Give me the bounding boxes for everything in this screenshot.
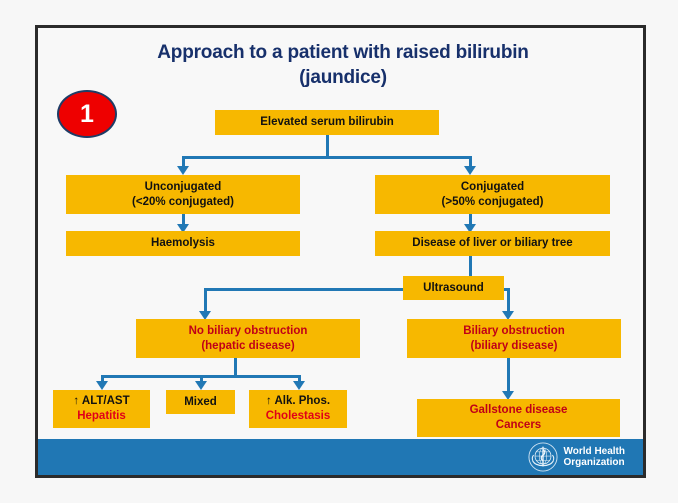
node-haemolysis[interactable]: Haemolysis [66, 231, 300, 256]
node-sublabel: Cancers [495, 419, 542, 431]
connector-to-unconjugated [182, 156, 185, 168]
slide-footer: World Health Organization [38, 439, 643, 475]
node-label: Gallstone disease [469, 404, 568, 416]
connector-liver-ultrasound [469, 255, 472, 279]
connector-no-obstruction-down [234, 353, 237, 378]
title-line-2: (jaundice) [299, 67, 387, 88]
who-emblem-icon [527, 442, 558, 472]
who-organization-text: World Health Organization [564, 446, 625, 469]
connector-obstruction-gallstone [507, 353, 510, 395]
node-gallstone-disease-cancers[interactable]: Gallstone disease Cancers [417, 399, 620, 437]
connector-split-right [298, 375, 301, 383]
page-title: Approach to a patient with raised biliru… [68, 40, 618, 90]
arrow-to-liver-disease [464, 224, 476, 233]
node-label: Biliary obstruction [463, 324, 565, 337]
node-sublabel: Hepatitis [77, 410, 126, 422]
arrow-to-alk-phos [293, 381, 305, 390]
connector-root-down [326, 135, 329, 156]
node-sublabel: (biliary disease) [470, 339, 558, 352]
connector-ultrasound-left [204, 288, 403, 291]
node-label: Haemolysis [151, 237, 215, 249]
arrow-to-unconjugated [177, 166, 189, 175]
arrow-to-mixed [195, 381, 207, 390]
arrow-to-no-obstruction [199, 311, 211, 320]
node-sublabel: (<20% conjugated) [132, 195, 234, 208]
node-conjugated[interactable]: Conjugated (>50% conjugated) [375, 175, 610, 214]
connector-unconjugated-haemolysis [182, 204, 185, 226]
node-label: ↑ Alk. Phos. [265, 395, 331, 407]
node-label: Disease of liver or biliary tree [412, 237, 573, 249]
who-line-1: World Health [563, 445, 625, 457]
node-label: Elevated serum bilirubin [260, 116, 394, 128]
node-disease-of-liver-or-biliary-tree[interactable]: Disease of liver or biliary tree [375, 231, 610, 256]
node-label: Conjugated [460, 180, 525, 193]
node-sublabel: Cholestasis [265, 410, 331, 422]
node-no-biliary-obstruction[interactable]: No biliary obstruction (hepatic disease) [136, 319, 360, 358]
node-unconjugated[interactable]: Unconjugated (<20% conjugated) [66, 175, 300, 214]
connector-left-drop [204, 288, 207, 313]
connector-split-mid [200, 375, 203, 383]
arrow-to-haemolysis [177, 224, 189, 233]
node-label: Ultrasound [423, 281, 484, 294]
slide-number-badge: 1 [57, 90, 117, 138]
who-logo: World Health Organization [527, 442, 625, 472]
node-alt-ast-hepatitis[interactable]: ↑ ALT/AST Hepatitis [53, 390, 150, 428]
arrow-to-conjugated [464, 166, 476, 175]
arrow-to-obstruction [502, 311, 514, 320]
node-label: No biliary obstruction [188, 324, 308, 337]
node-alk-phos-cholestasis[interactable]: ↑ Alk. Phos. Cholestasis [249, 390, 347, 428]
node-label: Unconjugated [144, 180, 222, 193]
slide-content: Approach to a patient with raised biliru… [38, 28, 643, 475]
connector-conjugated-liver [469, 204, 472, 226]
arrow-to-gallstone [502, 391, 514, 400]
title-line-1: Approach to a patient with raised biliru… [157, 42, 529, 63]
node-sublabel: (>50% conjugated) [441, 195, 544, 208]
node-ultrasound[interactable]: Ultrasound [403, 276, 504, 300]
connector-to-conjugated [469, 156, 472, 168]
who-line-2: Organization [563, 457, 625, 468]
connector-split-left [101, 375, 104, 383]
arrow-to-alt-ast [96, 381, 108, 390]
node-mixed[interactable]: Mixed [166, 390, 235, 414]
node-elevated-serum-bilirubin[interactable]: Elevated serum bilirubin [215, 110, 439, 135]
node-biliary-obstruction[interactable]: Biliary obstruction (biliary disease) [407, 319, 621, 358]
node-label: Mixed [184, 395, 217, 408]
connector-right-drop [507, 288, 510, 313]
connector-root-split [182, 156, 472, 159]
node-sublabel: (hepatic disease) [201, 339, 295, 352]
slide-frame: Approach to a patient with raised biliru… [35, 25, 646, 478]
node-label: ↑ ALT/AST [73, 395, 130, 407]
